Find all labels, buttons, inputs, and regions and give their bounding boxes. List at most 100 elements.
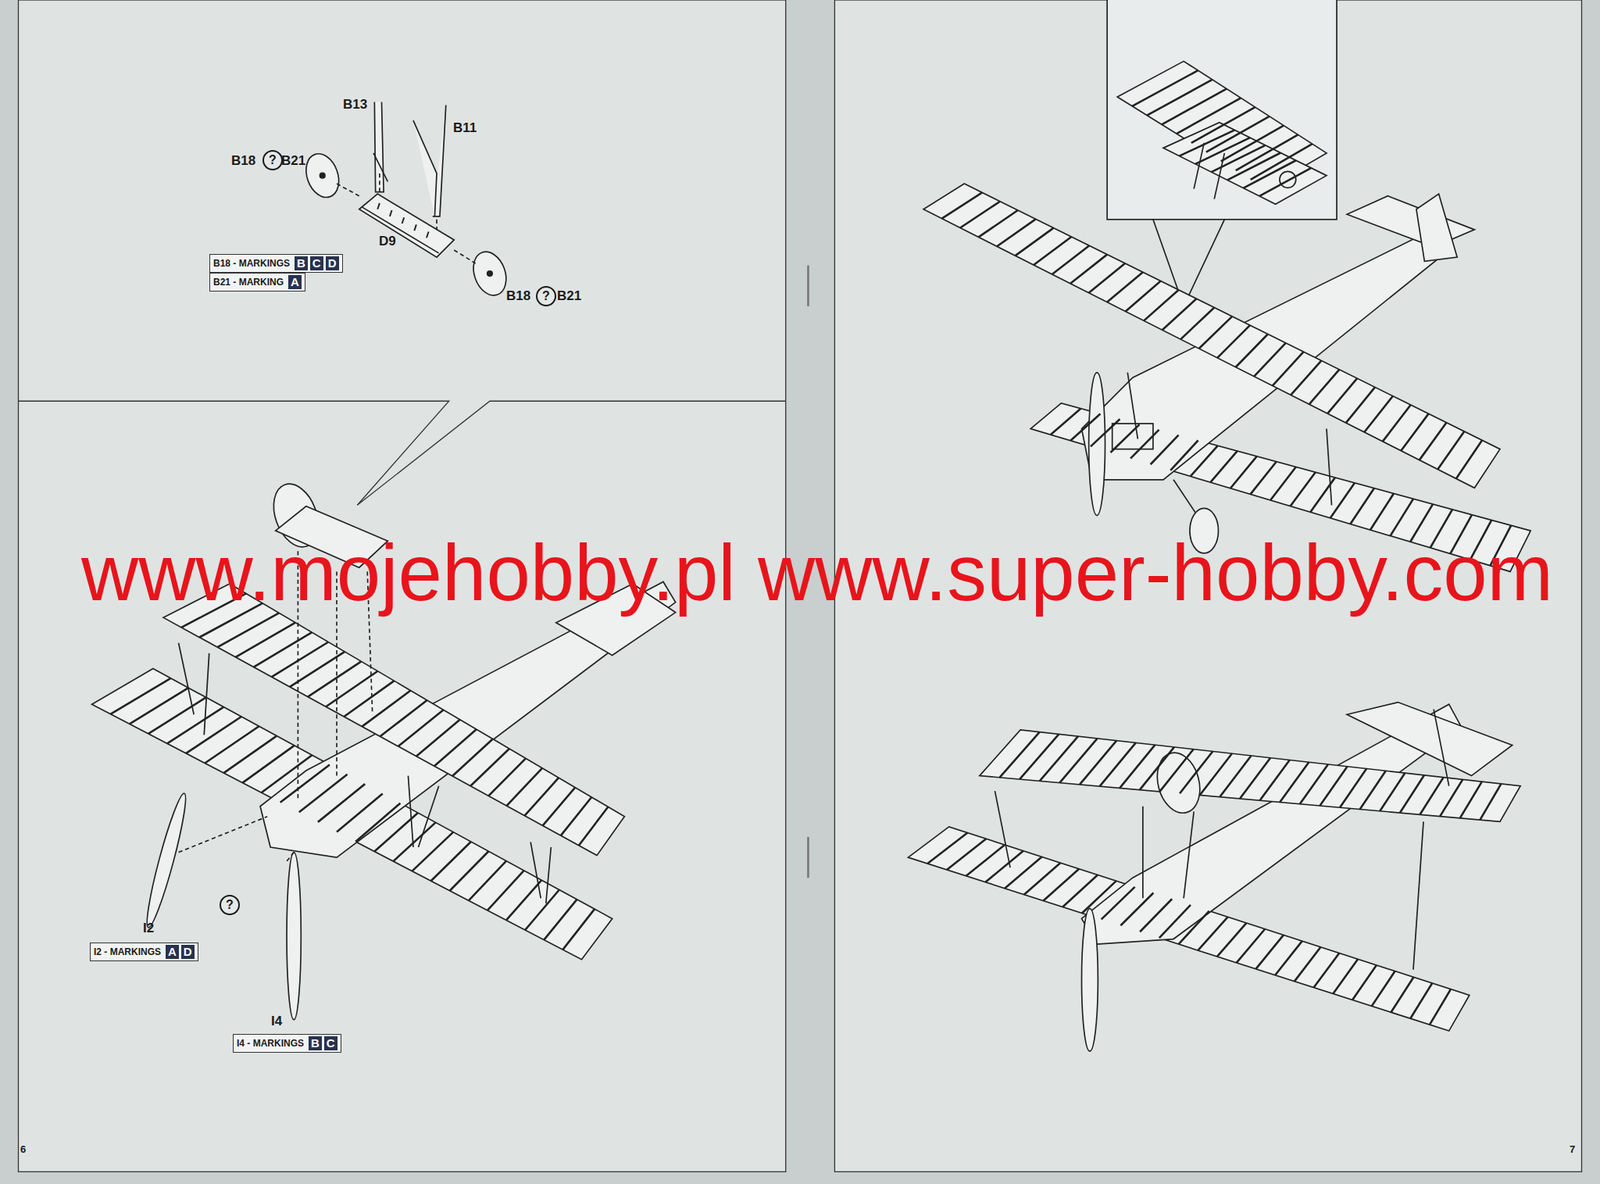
- wing-rib: [1195, 137, 1250, 165]
- wing-rib: [289, 651, 345, 687]
- wing-rib: [1253, 342, 1286, 377]
- wing-rib: [398, 709, 444, 747]
- wing-rib: [543, 899, 577, 940]
- wing-rib: [1100, 742, 1136, 786]
- wing-rib: [1332, 958, 1358, 993]
- marking-caption: B21 - MARKING: [213, 276, 284, 288]
- wing-rib: [1143, 289, 1179, 321]
- wing-rib: [525, 777, 560, 816]
- option-symbol: ?: [535, 285, 557, 307]
- marking-letter-box: B: [294, 256, 308, 271]
- wing-rib: [1300, 764, 1329, 804]
- wing-rib: [1250, 461, 1277, 495]
- wing-rib: [525, 889, 560, 930]
- wing-rib: [1197, 916, 1228, 950]
- wing-rib: [355, 803, 400, 842]
- wing-rib: [1082, 880, 1117, 913]
- wing-rib: [1110, 424, 1140, 453]
- wing-rib: [1379, 772, 1405, 811]
- marking-letter: A: [167, 944, 177, 958]
- wing-rib: [1179, 129, 1236, 156]
- wing-rib: [1170, 439, 1198, 470]
- wing-rib: [1400, 413, 1429, 450]
- wing-rib: [1439, 778, 1463, 816]
- wing-rib: [1479, 783, 1501, 820]
- wing-rib: [1132, 70, 1198, 107]
- wing-rib: [1089, 263, 1125, 293]
- wing-rib: [960, 201, 1000, 229]
- wing-rib: [380, 700, 428, 736]
- wing-rib: [1350, 488, 1374, 525]
- wing-rib: [1255, 934, 1283, 968]
- wing-rib: [242, 745, 294, 783]
- part-number: B21: [557, 289, 582, 303]
- marking-letter-box: A: [165, 944, 179, 959]
- wing-rib: [1070, 413, 1100, 440]
- wing-rib: [217, 612, 279, 647]
- marking-letter: A: [290, 275, 300, 289]
- part-number: B11: [453, 121, 477, 135]
- wing-rib: [343, 680, 394, 717]
- wing-rib: [1235, 334, 1268, 368]
- wing-rib: [1159, 749, 1193, 792]
- wing-rib: [271, 641, 329, 677]
- marking-letter: B: [296, 256, 306, 270]
- wing-rib: [185, 716, 242, 754]
- wing-rib: [1437, 431, 1465, 469]
- wing-rib: [1176, 97, 1241, 134]
- wing-rib: [1190, 445, 1218, 476]
- wing-rib: [1270, 467, 1297, 500]
- wing-rib: [325, 671, 378, 708]
- wing-rib: [1119, 744, 1155, 788]
- wing-rib: [1139, 746, 1175, 790]
- wing-rib: [999, 732, 1040, 778]
- wing-rib: [1236, 928, 1265, 963]
- wing-rib: [299, 774, 348, 812]
- wing-rib: [1243, 160, 1297, 188]
- wing-rib: [1146, 79, 1213, 116]
- wing-rib: [1290, 360, 1322, 395]
- wing-rib: [1090, 418, 1121, 447]
- wing-rib: [1391, 976, 1415, 1012]
- wing-rib: [261, 754, 313, 793]
- wing-rib: [1420, 777, 1444, 815]
- marking-box: B18 - MARKINGSBCD: [209, 253, 343, 273]
- wing-rib: [1107, 271, 1143, 302]
- wing-rib: [506, 767, 543, 806]
- part-number: B18: [231, 153, 256, 168]
- wing-rib: [1059, 738, 1097, 783]
- marking-box: I2 - MARKINGSAD: [89, 942, 199, 961]
- marking-caption: B18 - MARKINGS: [213, 257, 290, 269]
- wing-rib: [1217, 325, 1250, 358]
- wing-rib: [1217, 922, 1247, 957]
- wing-rib: [1139, 898, 1172, 932]
- wing-rib: [1410, 982, 1433, 1018]
- wing-rib: [1456, 439, 1483, 479]
- wing-rib: [1125, 281, 1161, 312]
- wing-rib: [317, 783, 365, 822]
- wing-rib: [1290, 471, 1316, 506]
- wing-rib: [307, 660, 361, 697]
- wing-rib: [148, 696, 207, 733]
- marking-letter-box: D: [181, 944, 195, 959]
- wing-rib: [235, 622, 296, 658]
- marking-caption: I4 - MARKINGS: [236, 1037, 304, 1049]
- wing-rib: [336, 792, 383, 832]
- marking-letter: C: [312, 256, 322, 270]
- marking-letter: D: [183, 944, 193, 958]
- callout-divider: [18, 400, 786, 505]
- wing-rib: [1259, 167, 1311, 197]
- wing-rib: [1178, 910, 1210, 944]
- wing-rib: [578, 806, 608, 845]
- wing-rib: [1150, 435, 1179, 465]
- wing-rib: [1390, 498, 1414, 536]
- wing-rib: [1033, 236, 1072, 265]
- wing-rib: [1227, 153, 1281, 181]
- wing-rib: [1346, 386, 1375, 423]
- wing-rib: [1309, 369, 1340, 405]
- marking-letter-box: A: [288, 275, 302, 290]
- marking-letter-box: C: [324, 1035, 338, 1050]
- wing-rib: [1371, 971, 1396, 1007]
- part-number: B18: [506, 289, 531, 303]
